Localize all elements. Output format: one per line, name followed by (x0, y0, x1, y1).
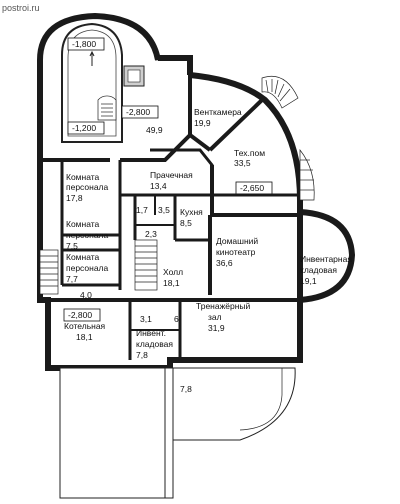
tech-area: 33,5 (234, 158, 251, 168)
left-stairs (39, 249, 59, 295)
gym-area: 31,9 (208, 323, 225, 333)
pool-hall-area: 49,9 (146, 125, 163, 135)
watermark: postroi.ru (2, 3, 40, 13)
small-d: 3,1 (140, 314, 152, 324)
level-pool-top: -1,800 (72, 39, 96, 49)
staff1-area: 17,8 (66, 193, 83, 203)
curved-stairs-right (299, 149, 315, 201)
curved-stairs-top (261, 75, 299, 109)
storage-round-line2: кладовая (300, 265, 337, 275)
storage-round-area: 19,1 (300, 276, 317, 286)
staff2-line2: персонала (66, 230, 109, 240)
corridor-area: 4,0 (80, 290, 92, 300)
storage-small-area: 7,8 (136, 350, 148, 360)
cinema-line2: кинотеатр (216, 247, 256, 257)
level-tech: -2,650 (240, 183, 264, 193)
interior-walls (40, 75, 300, 360)
small-e: 6 (174, 314, 179, 324)
kitchen-area: 8,5 (180, 218, 192, 228)
vent-area: 19,9 (194, 118, 211, 128)
laundry-area: 13,4 (150, 181, 167, 191)
laundry-name: Прачечная (150, 170, 193, 180)
level-lower: -2,800 (68, 310, 92, 320)
staff2-area: 7,5 (66, 241, 78, 251)
boiler-name: Котельная (64, 321, 106, 331)
gym-line1: Тренажёрный (196, 301, 251, 311)
small-b: 3,5 (158, 205, 170, 215)
level-pool-bottom: -1,200 (72, 123, 96, 133)
cinema-area: 36,6 (216, 258, 233, 268)
small-a: 1,7 (136, 205, 148, 215)
tech-name: Тех.пом (234, 148, 265, 158)
level-marks: -1,800 -1,200 -2,800 -2,650 -2,800 (63, 37, 273, 322)
hall-name: Холл (163, 267, 183, 277)
small-c: 2,3 (145, 229, 157, 239)
staff3-area: 7,7 (66, 274, 78, 284)
room-labels: 49,9 Венткамера 19,9 Тех.пом 33,5 Комнат… (64, 107, 352, 394)
vent-name: Венткамера (194, 107, 242, 117)
terrace-area: 7,8 (180, 384, 192, 394)
staff1-line2: персонала (66, 182, 109, 192)
staff1-line1: Комната (66, 172, 100, 182)
level-main: -2,800 (126, 107, 150, 117)
pool (61, 22, 145, 143)
staff3-line2: персонала (66, 263, 109, 273)
storage-small-line1: Инвент. (136, 328, 166, 338)
terrace (59, 367, 296, 499)
cinema-line1: Домашний (216, 236, 258, 246)
storage-small-line2: кладовая (136, 339, 173, 349)
boiler-area: 18,1 (76, 332, 93, 342)
staff3-line1: Комната (66, 252, 100, 262)
hall-area: 18,1 (163, 278, 180, 288)
staircase (134, 239, 158, 291)
kitchen-name: Кухня (180, 207, 203, 217)
storage-round-line1: Инвентарная (300, 254, 352, 264)
gym-line2: зал (208, 312, 222, 322)
staff2-line1: Комната (66, 219, 100, 229)
